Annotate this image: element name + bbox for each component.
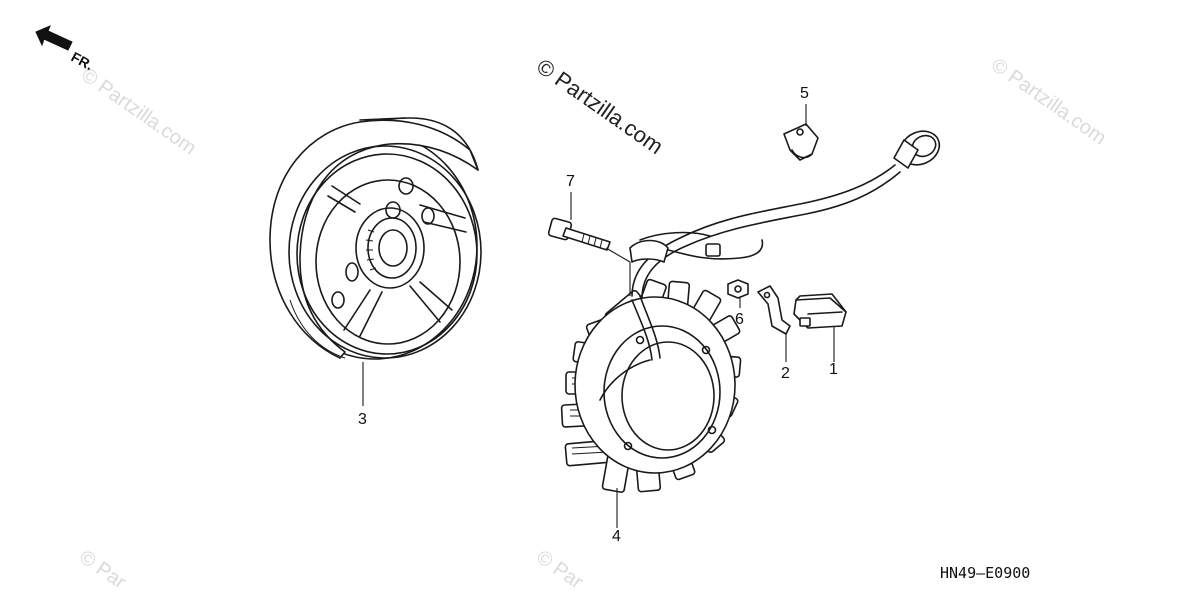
watermark-main: © Partzilla.com <box>532 54 668 160</box>
leader-lines <box>362 104 835 528</box>
watermark-top-left: © Partzilla.com <box>77 64 200 159</box>
diagram-code: HN49—E0900 <box>940 564 1030 582</box>
front-direction-indicator: FR. <box>35 25 96 73</box>
watermark-bottom-center: © Par <box>532 546 587 594</box>
callout-2[interactable]: 2 <box>781 365 790 382</box>
nut-drawing <box>727 279 749 299</box>
watermark-bottom-left: © Par <box>75 546 130 594</box>
callout-1[interactable]: 1 <box>829 361 838 378</box>
wire-harness-drawing <box>629 130 941 299</box>
bracket-drawing <box>757 285 791 335</box>
stator-drawing <box>560 278 742 493</box>
watermark-top-right: © Partzilla.com <box>987 54 1110 149</box>
front-arrow-icon <box>35 25 73 51</box>
callout-labels: 1 2 3 4 5 6 7 <box>358 85 838 545</box>
callout-6[interactable]: 6 <box>735 311 744 328</box>
wire-clamp-drawing <box>783 123 819 161</box>
bolt-drawing <box>547 217 611 251</box>
regulator-drawing <box>793 293 847 329</box>
flywheel-drawing <box>269 117 482 360</box>
callout-7[interactable]: 7 <box>566 173 575 190</box>
callout-3[interactable]: 3 <box>358 411 367 428</box>
callout-4[interactable]: 4 <box>612 528 621 545</box>
callout-5[interactable]: 5 <box>800 85 809 102</box>
